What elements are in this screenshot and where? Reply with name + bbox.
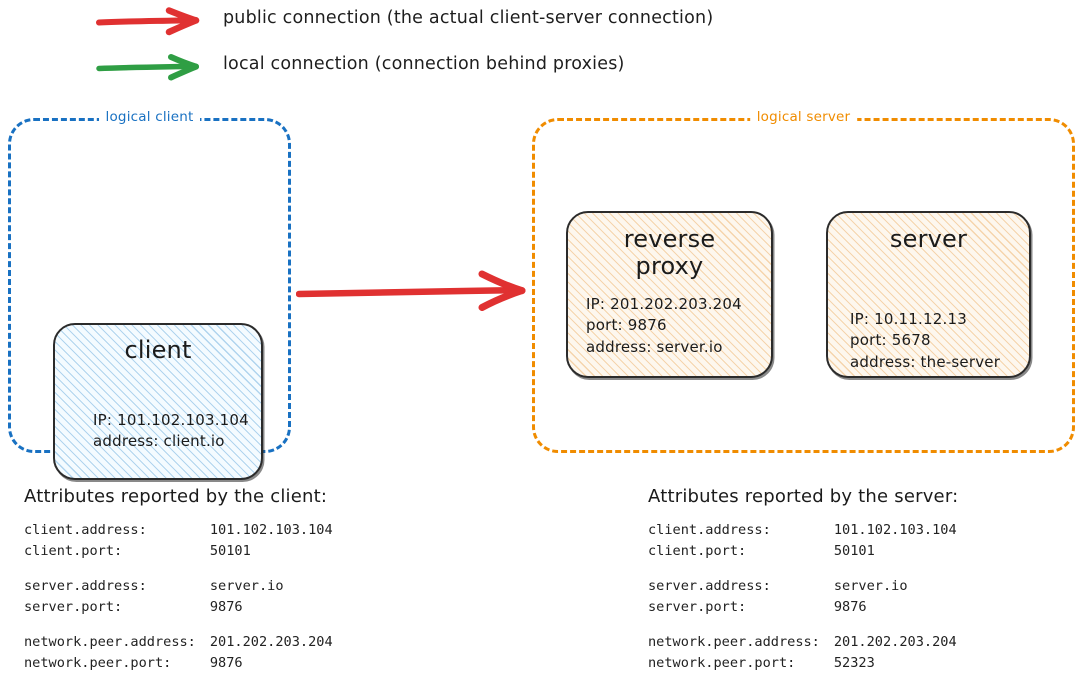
attributes-panel-client: Attributes reported by the client: clien… xyxy=(24,486,333,674)
attr-key: network.peer.port: xyxy=(648,655,796,672)
attr-value: 50101 xyxy=(209,543,251,560)
red-arrow-icon xyxy=(95,6,207,36)
attr-key: client.address: xyxy=(648,522,771,538)
table-row-spacer xyxy=(648,618,957,632)
node-client-details: IP: 101.102.103.104 address: client.io xyxy=(93,410,249,453)
attr-value: 9876 xyxy=(833,599,867,616)
node-server-ip: IP: 10.11.12.13 xyxy=(850,310,967,328)
table-row: client.address: 101.102.103.104 xyxy=(648,520,957,541)
attr-key: network.peer.address: xyxy=(24,634,196,651)
attr-key: client.port: xyxy=(24,543,123,560)
node-reverse-proxy-ip: IP: 201.202.203.204 xyxy=(586,295,742,313)
table-row-spacer xyxy=(648,562,957,576)
node-server[interactable]: server IP: 10.11.12.13 port: 5678 addres… xyxy=(826,211,1031,378)
table-row: server.port: 9876 xyxy=(648,597,957,618)
table-row: server.port: 9876 xyxy=(24,597,333,618)
attr-value: server.io xyxy=(833,578,908,595)
table-row: server.address: server.io xyxy=(648,576,957,597)
attributes-server-title: Attributes reported by the server: xyxy=(648,486,959,507)
node-server-address: address: the-server xyxy=(850,352,1001,371)
attr-key: client.address: xyxy=(24,522,147,538)
table-row: network.peer.port: 52323 xyxy=(648,653,957,674)
node-client-ip: IP: 101.102.103.104 xyxy=(93,411,249,429)
attr-value: 50101 xyxy=(833,543,875,560)
attr-value: server.io xyxy=(209,578,284,595)
attr-value: 201.202.203.204 xyxy=(833,634,957,651)
table-row: client.port: 50101 xyxy=(648,541,957,562)
attr-value: 9876 xyxy=(209,599,243,616)
table-row: server.address: server.io xyxy=(24,576,333,597)
table-row-spacer xyxy=(24,562,333,576)
attr-key: network.peer.address: xyxy=(648,634,820,651)
attr-value: 201.202.203.204 xyxy=(209,634,333,651)
legend-label-local-connection: local connection (connection behind prox… xyxy=(223,54,625,74)
node-client-address: address: client.io xyxy=(93,432,225,451)
attr-key: client.port: xyxy=(648,543,747,560)
attributes-panel-server: Attributes reported by the server: clien… xyxy=(648,486,958,674)
logical-server-group: logical server xyxy=(532,109,1075,453)
table-row: network.peer.address: 201.202.203.204 xyxy=(24,632,333,653)
attr-key: server.address: xyxy=(648,578,771,595)
node-reverse-proxy-port: port: 9876 xyxy=(586,316,667,335)
table-row: client.port: 50101 xyxy=(24,541,333,562)
attr-value: 52323 xyxy=(833,655,875,672)
node-reverse-proxy-address: address: server.io xyxy=(586,337,723,356)
table-row-spacer xyxy=(24,618,333,632)
attr-value: 101.102.103.104 xyxy=(209,522,333,538)
table-row: client.address: 101.102.103.104 xyxy=(24,520,333,541)
node-server-details: IP: 10.11.12.13 port: 5678 address: the-… xyxy=(850,309,1000,373)
table-row: network.peer.port: 9876 xyxy=(24,653,333,674)
logical-client-label: logical client xyxy=(98,109,201,125)
node-reverse-proxy[interactable]: reverse proxy IP: 201.202.203.204 port: … xyxy=(566,211,773,378)
node-client[interactable]: client IP: 101.102.103.104 address: clie… xyxy=(53,323,263,480)
node-reverse-proxy-details: IP: 201.202.203.204 port: 9876 address: … xyxy=(586,294,742,358)
attr-key: server.port: xyxy=(24,599,123,616)
attr-key: server.address: xyxy=(24,578,147,595)
attributes-client-title: Attributes reported by the client: xyxy=(24,486,328,507)
node-server-port: port: 5678 xyxy=(850,331,931,350)
attr-value: 9876 xyxy=(209,655,243,672)
attr-value: 101.102.103.104 xyxy=(833,522,957,538)
logical-client-group: logical client client IP: 101.102.103.10… xyxy=(8,109,291,480)
legend-label-public-connection: public connection (the actual client-ser… xyxy=(223,8,714,28)
table-row: network.peer.address: 201.202.203.204 xyxy=(648,632,957,653)
logical-server-label: logical server xyxy=(749,109,858,125)
attributes-server-table: client.address: 101.102.103.104 client.p… xyxy=(648,520,957,674)
green-arrow-icon xyxy=(95,52,207,82)
node-server-title: server xyxy=(889,225,968,253)
attributes-client-table: client.address: 101.102.103.104 client.p… xyxy=(24,520,333,674)
node-client-title: client xyxy=(124,336,192,364)
node-reverse-proxy-title: reverse proxy xyxy=(623,225,716,280)
attr-key: server.port: xyxy=(648,599,747,616)
public-connection-arrow xyxy=(295,268,530,318)
legend: public connection (the actual client-ser… xyxy=(0,0,1080,104)
attr-key: network.peer.port: xyxy=(24,655,172,672)
